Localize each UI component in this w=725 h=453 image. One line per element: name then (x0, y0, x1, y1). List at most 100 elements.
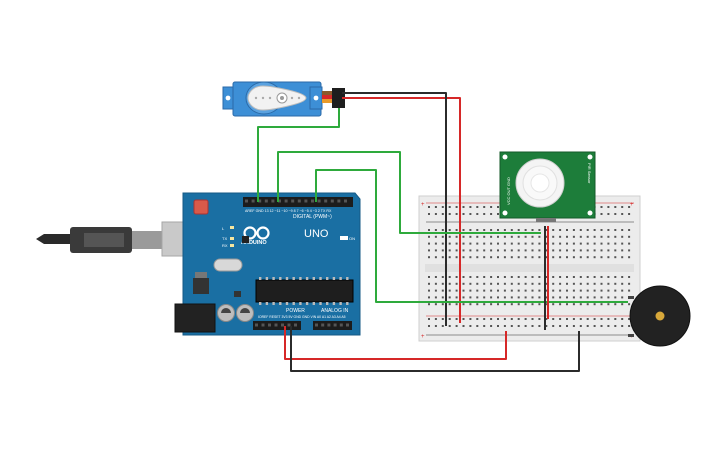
breadboard-hole (593, 242, 596, 245)
breadboard-hole (428, 235, 430, 238)
chip-leg (285, 277, 289, 280)
breadboard-hole (566, 325, 568, 327)
breadboard-hole (510, 303, 513, 306)
breadboard-hole (559, 242, 562, 245)
breadboard-hole (621, 206, 624, 208)
breadboard-hole (476, 256, 479, 259)
breadboard-hole (600, 296, 603, 299)
chip-leg (326, 302, 329, 305)
breadboard-hole (607, 242, 610, 245)
breadboard-hole (600, 289, 603, 292)
header-pin (268, 323, 271, 327)
breadboard-hole (517, 325, 520, 327)
header-pin (245, 199, 248, 203)
reset-button[interactable] (193, 199, 209, 215)
breadboard-hole (628, 242, 631, 245)
breadboard-hole (517, 303, 520, 306)
breadboard-hole (579, 235, 582, 238)
breadboard-hole (517, 256, 520, 259)
breadboard-hole (607, 282, 610, 285)
breadboard-hole (469, 256, 472, 259)
breadboard-hole (483, 229, 486, 231)
header-pin (315, 323, 318, 327)
breadboard-hole (600, 213, 603, 215)
breadboard-hole (628, 318, 631, 320)
header-pin (339, 323, 343, 327)
breadboard-hole (614, 282, 617, 285)
breadboard-hole (441, 296, 444, 299)
breadboard-hole (545, 242, 548, 245)
breadboard-hole (517, 282, 520, 285)
header-pin (258, 199, 262, 203)
header-pin (311, 199, 314, 203)
breadboard-hole (448, 318, 451, 320)
breadboard-hole (552, 256, 555, 259)
breadboard-hole (455, 276, 458, 278)
breadboard-hole (593, 318, 596, 320)
breadboard-hole (566, 318, 568, 320)
breadboard-hole (483, 325, 486, 327)
breadboard-hole (552, 325, 555, 327)
breadboard-hole (462, 235, 465, 238)
status-leds: L TX RX ON (222, 226, 355, 248)
breadboard-hole (524, 229, 527, 231)
breadboard-hole (628, 276, 631, 278)
breadboard-hole (614, 296, 617, 299)
breadboard-hole (586, 303, 589, 306)
chip-leg (279, 277, 282, 280)
breadboard-hole (510, 235, 513, 238)
breadboard-hole (621, 276, 624, 278)
breadboard-hole (434, 296, 437, 299)
breadboard-hole (428, 229, 430, 231)
breadboard-hole (524, 289, 527, 292)
breadboard-hole (559, 303, 562, 306)
breadboard-hole (469, 206, 472, 208)
breadboard-hole (441, 242, 444, 245)
breadboard-hole (628, 213, 631, 215)
breadboard-hole (538, 242, 541, 245)
breadboard-hole (434, 206, 437, 208)
breadboard-hole (531, 318, 534, 320)
breadboard-hole (441, 325, 444, 327)
pin-labels-digital: AREF GND 13 12 ~11 ~10 ~9 8 7 ~6 ~5 4 ~3… (245, 209, 332, 213)
breadboard-hole (600, 229, 603, 231)
breadboard-hole (593, 303, 596, 306)
header-pin (297, 199, 301, 203)
breadboard-hole (586, 325, 589, 327)
breadboard-hole (448, 206, 451, 208)
breadboard-hole (566, 242, 568, 245)
breadboard-hole (593, 235, 596, 238)
breadboard-hole (469, 303, 472, 306)
breadboard-hole (490, 213, 493, 215)
svg-text:RX: RX (222, 243, 228, 248)
breadboard-hole (434, 289, 437, 292)
chip-leg (312, 302, 315, 305)
breadboard-hole (510, 318, 513, 320)
breadboard-hole (483, 235, 486, 238)
breadboard-hole (476, 303, 479, 306)
breadboard-hole (469, 325, 472, 327)
wire-5v (284, 326, 507, 360)
breadboard-hole (559, 256, 562, 259)
header-pin (294, 323, 297, 327)
breadboard-hole (510, 282, 513, 285)
breadboard-hole (538, 276, 541, 278)
breadboard-hole (538, 256, 541, 259)
breadboard-hole (607, 206, 610, 208)
piezo-buzzer (628, 285, 691, 347)
breadboard-hole (469, 318, 472, 320)
power-label: POWER (286, 308, 305, 314)
breadboard-hole (572, 303, 575, 306)
breadboard-hole (628, 325, 631, 327)
breadboard-hole (441, 276, 444, 278)
breadboard-hole (572, 256, 575, 259)
breadboard-hole (503, 276, 506, 278)
breadboard-hole (428, 276, 430, 278)
breadboard-hole (524, 282, 527, 285)
breadboard-hole (607, 289, 610, 292)
breadboard-hole (600, 242, 603, 245)
breadboard-hole (483, 256, 486, 259)
breadboard-hole (497, 256, 499, 259)
breadboard-hole (538, 325, 541, 327)
breadboard-hole (607, 325, 610, 327)
